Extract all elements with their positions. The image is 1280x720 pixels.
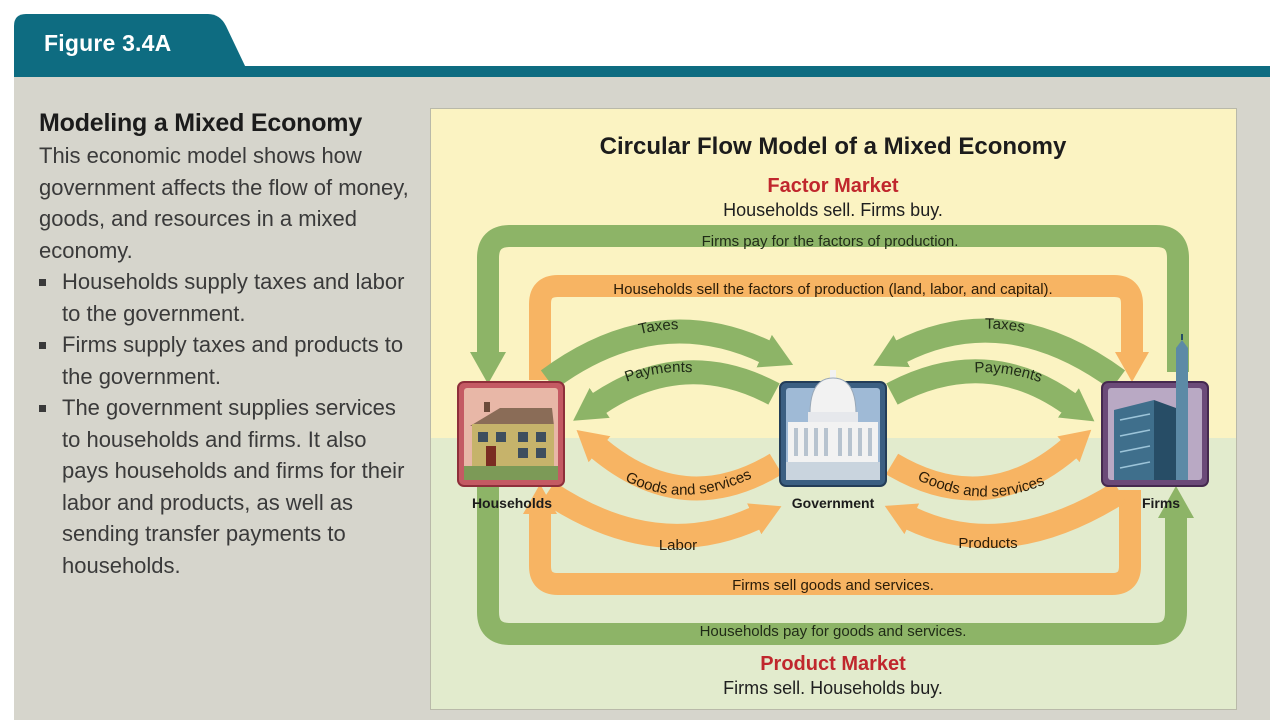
outer-bottom-label: Households pay for goods and services. [700, 623, 967, 640]
left-goods-flow [576, 430, 783, 501]
government-label: Government [792, 495, 875, 511]
bullet-square-icon [39, 279, 46, 286]
outer-bottom-flow [477, 482, 1194, 645]
factor-market-label: Factor Market [767, 175, 898, 197]
bullet-text: Firms supply taxes and products to the g… [62, 332, 404, 389]
government-node [779, 370, 887, 487]
bullet-item: Firms supply taxes and products to the g… [39, 329, 419, 392]
svg-text:Taxes: Taxes [637, 316, 679, 338]
svg-text:Taxes: Taxes [985, 316, 1026, 337]
diagram-title: Circular Flow Model of a Mixed Economy [600, 133, 1067, 160]
circular-flow-diagram: Circular Flow Model of a Mixed Economy F… [430, 108, 1237, 710]
right-payments-flow [886, 359, 1095, 422]
product-market-subtitle: Firms sell. Households buy. [723, 678, 943, 698]
outer-top-label: Firms pay for the factors of production. [702, 233, 959, 250]
left-payments-flow [573, 360, 780, 421]
figure-tab [14, 14, 246, 68]
right-goods-flow [885, 429, 1092, 501]
sidebar-intro: This economic model shows how government… [39, 143, 409, 263]
bullet-text: The government supplies services to hous… [62, 395, 405, 578]
sidebar: Modeling a Mixed Economy This economic m… [39, 108, 419, 581]
households-label: Households [472, 495, 552, 511]
left-taxes-flow [540, 319, 794, 390]
firms-label: Firms [1142, 495, 1180, 511]
households-node [457, 381, 565, 487]
sidebar-bullets: Households supply taxes and labor to the… [39, 266, 419, 581]
right-products-label: Products [958, 535, 1017, 552]
right-taxes-flow [873, 318, 1126, 390]
left-labor-flow [541, 482, 782, 548]
firms-node [1101, 334, 1209, 487]
inner-top-flow [529, 275, 1149, 382]
diagram-border [430, 108, 1237, 710]
figure-tab-label: Figure 3.4A [44, 30, 172, 56]
inner-bottom-flow [523, 484, 1141, 595]
left-labor-label: Labor [659, 537, 697, 554]
inner-top-label: Households sell the factors of productio… [613, 281, 1052, 298]
product-market-label: Product Market [760, 653, 906, 675]
header-rule [14, 66, 1270, 77]
office-building-icon [1114, 334, 1188, 480]
bullet-square-icon [39, 342, 46, 349]
bullet-text: Households supply taxes and labor to the… [62, 269, 405, 326]
factor-market-subtitle: Households sell. Firms buy. [723, 200, 943, 220]
bullet-item: Households supply taxes and labor to the… [39, 266, 419, 329]
right-taxes-label: Taxes [985, 316, 1026, 337]
right-products-flow [884, 481, 1127, 548]
outer-top-flow [470, 225, 1189, 384]
bullet-square-icon [39, 405, 46, 412]
bullet-item: The government supplies services to hous… [39, 392, 419, 581]
sidebar-title: Modeling a Mixed Economy [39, 109, 363, 137]
house-icon [464, 402, 558, 480]
inner-bottom-label: Firms sell goods and services. [732, 577, 934, 594]
capitol-icon [786, 370, 880, 480]
left-taxes-label: Taxes [637, 316, 679, 338]
